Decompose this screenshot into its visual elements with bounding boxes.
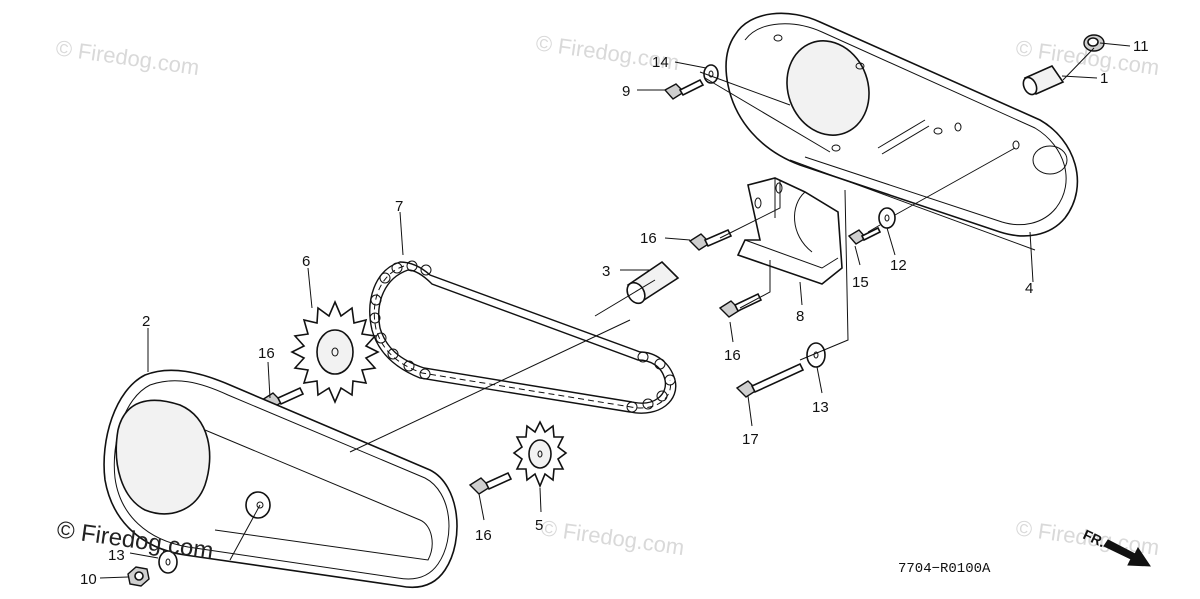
chain-case-front bbox=[103, 369, 458, 589]
washer-12 bbox=[878, 207, 896, 229]
watermark-bottom-center: © Firedog.com bbox=[539, 515, 686, 560]
diagram-code: 7704−R0100A bbox=[898, 561, 991, 577]
sprocket-large-6 bbox=[290, 299, 380, 405]
callout-2: 2 bbox=[142, 313, 150, 330]
sprocket-small-5 bbox=[512, 420, 568, 489]
callout-16-sprocket-large: 16 bbox=[258, 345, 275, 362]
bolt-16-right bbox=[718, 292, 763, 318]
callout-3: 3 bbox=[602, 263, 610, 280]
callout-16-right: 16 bbox=[724, 347, 741, 364]
callout-17: 17 bbox=[742, 431, 759, 448]
callout-16-upper: 16 bbox=[640, 230, 657, 247]
callout-4: 4 bbox=[1025, 280, 1033, 297]
bolt-16-sprocket-small bbox=[468, 471, 513, 495]
bolt-15 bbox=[847, 226, 882, 245]
callout-13-right: 13 bbox=[812, 399, 829, 416]
callout-7: 7 bbox=[395, 198, 403, 215]
drive-chain-7 bbox=[369, 260, 677, 414]
callout-1: 1 bbox=[1100, 70, 1108, 87]
bolt-17 bbox=[735, 362, 805, 398]
callout-11: 11 bbox=[1133, 38, 1149, 55]
leader-lines bbox=[99, 42, 1131, 579]
callout-6: 6 bbox=[302, 253, 310, 270]
callout-15: 15 bbox=[852, 274, 869, 291]
watermark-top-left: © Firedog.com bbox=[54, 35, 201, 80]
callout-10: 10 bbox=[80, 571, 97, 588]
callout-16-sprocket-small: 16 bbox=[475, 527, 492, 544]
spacer-tube-1 bbox=[1022, 64, 1065, 96]
bracket-8 bbox=[736, 177, 843, 285]
washer-13-left bbox=[158, 550, 178, 574]
callout-9: 9 bbox=[622, 83, 630, 100]
bolt-9 bbox=[663, 78, 705, 100]
collar-3 bbox=[626, 260, 680, 305]
callout-13-left: 13 bbox=[108, 547, 125, 564]
callout-8: 8 bbox=[796, 308, 804, 325]
nut-11 bbox=[1083, 34, 1105, 52]
arrow-icon bbox=[1103, 539, 1151, 567]
callout-5: 5 bbox=[535, 517, 543, 534]
callout-12: 12 bbox=[890, 257, 907, 274]
washer-14 bbox=[703, 64, 719, 84]
washer-13-right bbox=[806, 342, 826, 368]
bolt-16-upper bbox=[688, 228, 733, 251]
callout-14: 14 bbox=[652, 54, 669, 71]
chain-case-rear bbox=[725, 12, 1079, 237]
nut-10 bbox=[127, 566, 150, 587]
